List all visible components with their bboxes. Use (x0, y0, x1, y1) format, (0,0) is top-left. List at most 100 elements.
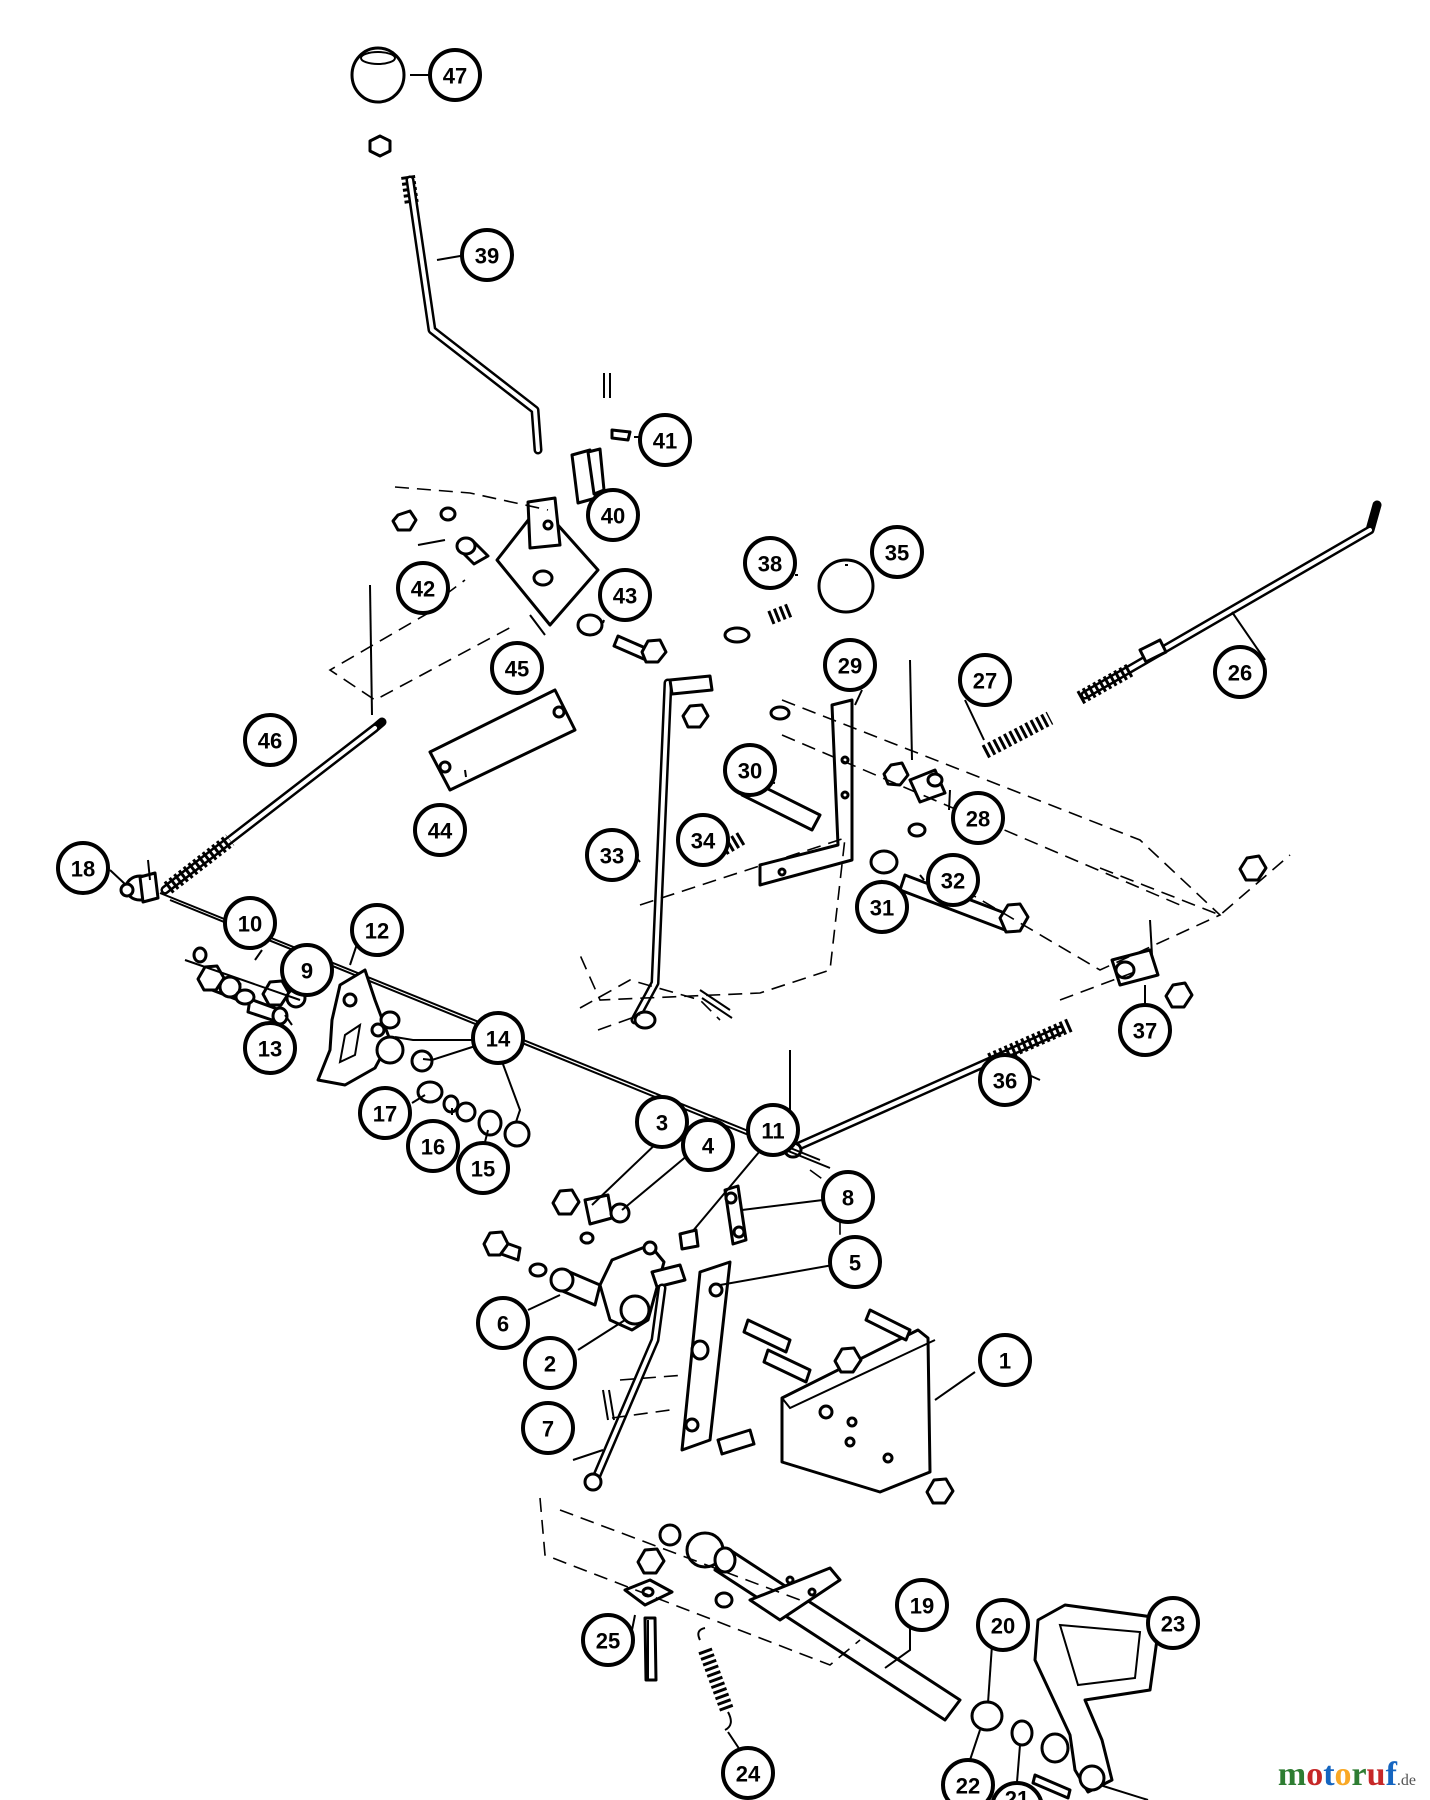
callout-40: 40 (586, 488, 640, 542)
callout-19: 19 (895, 1578, 949, 1632)
callout-9: 9 (280, 943, 334, 997)
svg-text:10: 10 (238, 912, 262, 937)
watermark-letter: f (1385, 1756, 1397, 1793)
callout-43: 43 (598, 568, 652, 622)
svg-text:39: 39 (475, 244, 499, 269)
callout-22: 22 (941, 1758, 995, 1800)
svg-text:43: 43 (613, 584, 637, 609)
svg-text:24: 24 (736, 1762, 761, 1787)
svg-text:8: 8 (842, 1186, 854, 1211)
svg-text:2: 2 (544, 1352, 556, 1377)
callout-29: 29 (823, 638, 877, 692)
shift-knob (350, 46, 406, 104)
watermark-logo: motoruf.de (1278, 1756, 1416, 1794)
svg-text:4: 4 (702, 1134, 715, 1159)
callout-25: 25 (581, 1613, 635, 1667)
callout-2: 2 (523, 1336, 577, 1390)
callout-18: 18 (56, 841, 110, 895)
svg-text:20: 20 (991, 1614, 1015, 1639)
callout-7: 7 (521, 1401, 575, 1455)
callout-4: 4 (681, 1118, 735, 1172)
callout-13: 13 (243, 1021, 297, 1075)
knob-nut (368, 134, 392, 158)
callout-11: 11 (746, 1103, 800, 1157)
svg-text:38: 38 (758, 552, 782, 577)
callout-26: 26 (1213, 645, 1267, 699)
watermark-suffix: .de (1396, 1772, 1416, 1789)
callout-28: 28 (951, 791, 1005, 845)
svg-text:34: 34 (691, 829, 716, 854)
svg-text:1: 1 (999, 1349, 1011, 1374)
svg-text:9: 9 (301, 959, 313, 984)
callout-12: 12 (350, 903, 404, 957)
svg-text:16: 16 (421, 1135, 445, 1160)
callout-20: 20 (976, 1598, 1030, 1652)
callout-27: 27 (958, 653, 1012, 707)
svg-text:22: 22 (956, 1774, 980, 1799)
watermark-letter: t (1323, 1756, 1335, 1793)
callout-10: 10 (223, 896, 277, 950)
callout-8: 8 (821, 1170, 875, 1224)
callout-37: 37 (1118, 1003, 1172, 1057)
svg-text:19: 19 (910, 1594, 934, 1619)
svg-text:36: 36 (993, 1069, 1017, 1094)
svg-text:32: 32 (941, 869, 965, 894)
svg-text:15: 15 (471, 1157, 495, 1182)
svg-text:31: 31 (870, 896, 894, 921)
callout-46: 46 (243, 713, 297, 767)
shift-bracket (495, 503, 600, 627)
callout-42: 42 (396, 561, 450, 615)
watermark-letter: o (1306, 1756, 1324, 1793)
callout-31: 31 (855, 880, 909, 934)
svg-text:47: 47 (443, 64, 467, 89)
strap-plate (428, 688, 577, 792)
svg-text:40: 40 (601, 504, 625, 529)
svg-text:35: 35 (885, 541, 909, 566)
svg-text:26: 26 (1228, 661, 1252, 686)
callout-16: 16 (406, 1119, 460, 1173)
part-drawings (119, 46, 1382, 1800)
l-bracket (758, 698, 854, 887)
callout-45: 45 (490, 641, 544, 695)
leader-lines (109, 74, 1266, 1783)
svg-text:7: 7 (542, 1417, 554, 1442)
callout-36: 36 (978, 1053, 1032, 1107)
callout-6: 6 (476, 1296, 530, 1350)
callout-33: 33 (585, 828, 639, 882)
callout-5: 5 (828, 1235, 882, 1289)
watermark-letter: m (1277, 1756, 1307, 1793)
callout-15: 15 (456, 1141, 510, 1195)
callout-30: 30 (723, 743, 777, 797)
pedal (1033, 1603, 1162, 1794)
callout-44: 44 (413, 803, 467, 857)
watermark-letter: r (1351, 1756, 1367, 1793)
callout-39: 39 (460, 228, 514, 282)
mounting-bracket (780, 1328, 932, 1494)
callout-23: 23 (1146, 1596, 1200, 1650)
cam-plate (316, 968, 392, 1087)
svg-text:37: 37 (1133, 1019, 1157, 1044)
svg-text:12: 12 (365, 919, 389, 944)
callout-38: 38 (743, 536, 797, 590)
callout-35: 35 (870, 525, 924, 579)
watermark-letter: o (1334, 1756, 1352, 1793)
svg-text:17: 17 (373, 1102, 397, 1127)
upright-rod (630, 678, 673, 1025)
svg-text:27: 27 (973, 669, 997, 694)
svg-text:42: 42 (411, 577, 435, 602)
svg-text:41: 41 (653, 429, 677, 454)
callout-14: 14 (471, 1011, 525, 1065)
svg-text:45: 45 (505, 657, 529, 682)
svg-text:5: 5 (849, 1251, 861, 1276)
callout-34: 34 (676, 813, 730, 867)
svg-text:33: 33 (600, 844, 624, 869)
svg-text:46: 46 (258, 729, 282, 754)
svg-text:44: 44 (428, 819, 453, 844)
svg-text:29: 29 (838, 654, 862, 679)
callout-17: 17 (358, 1086, 412, 1140)
callout-1: 1 (978, 1333, 1032, 1387)
svg-text:23: 23 (1161, 1612, 1185, 1637)
svg-text:25: 25 (596, 1629, 620, 1654)
callout-3: 3 (635, 1095, 689, 1149)
